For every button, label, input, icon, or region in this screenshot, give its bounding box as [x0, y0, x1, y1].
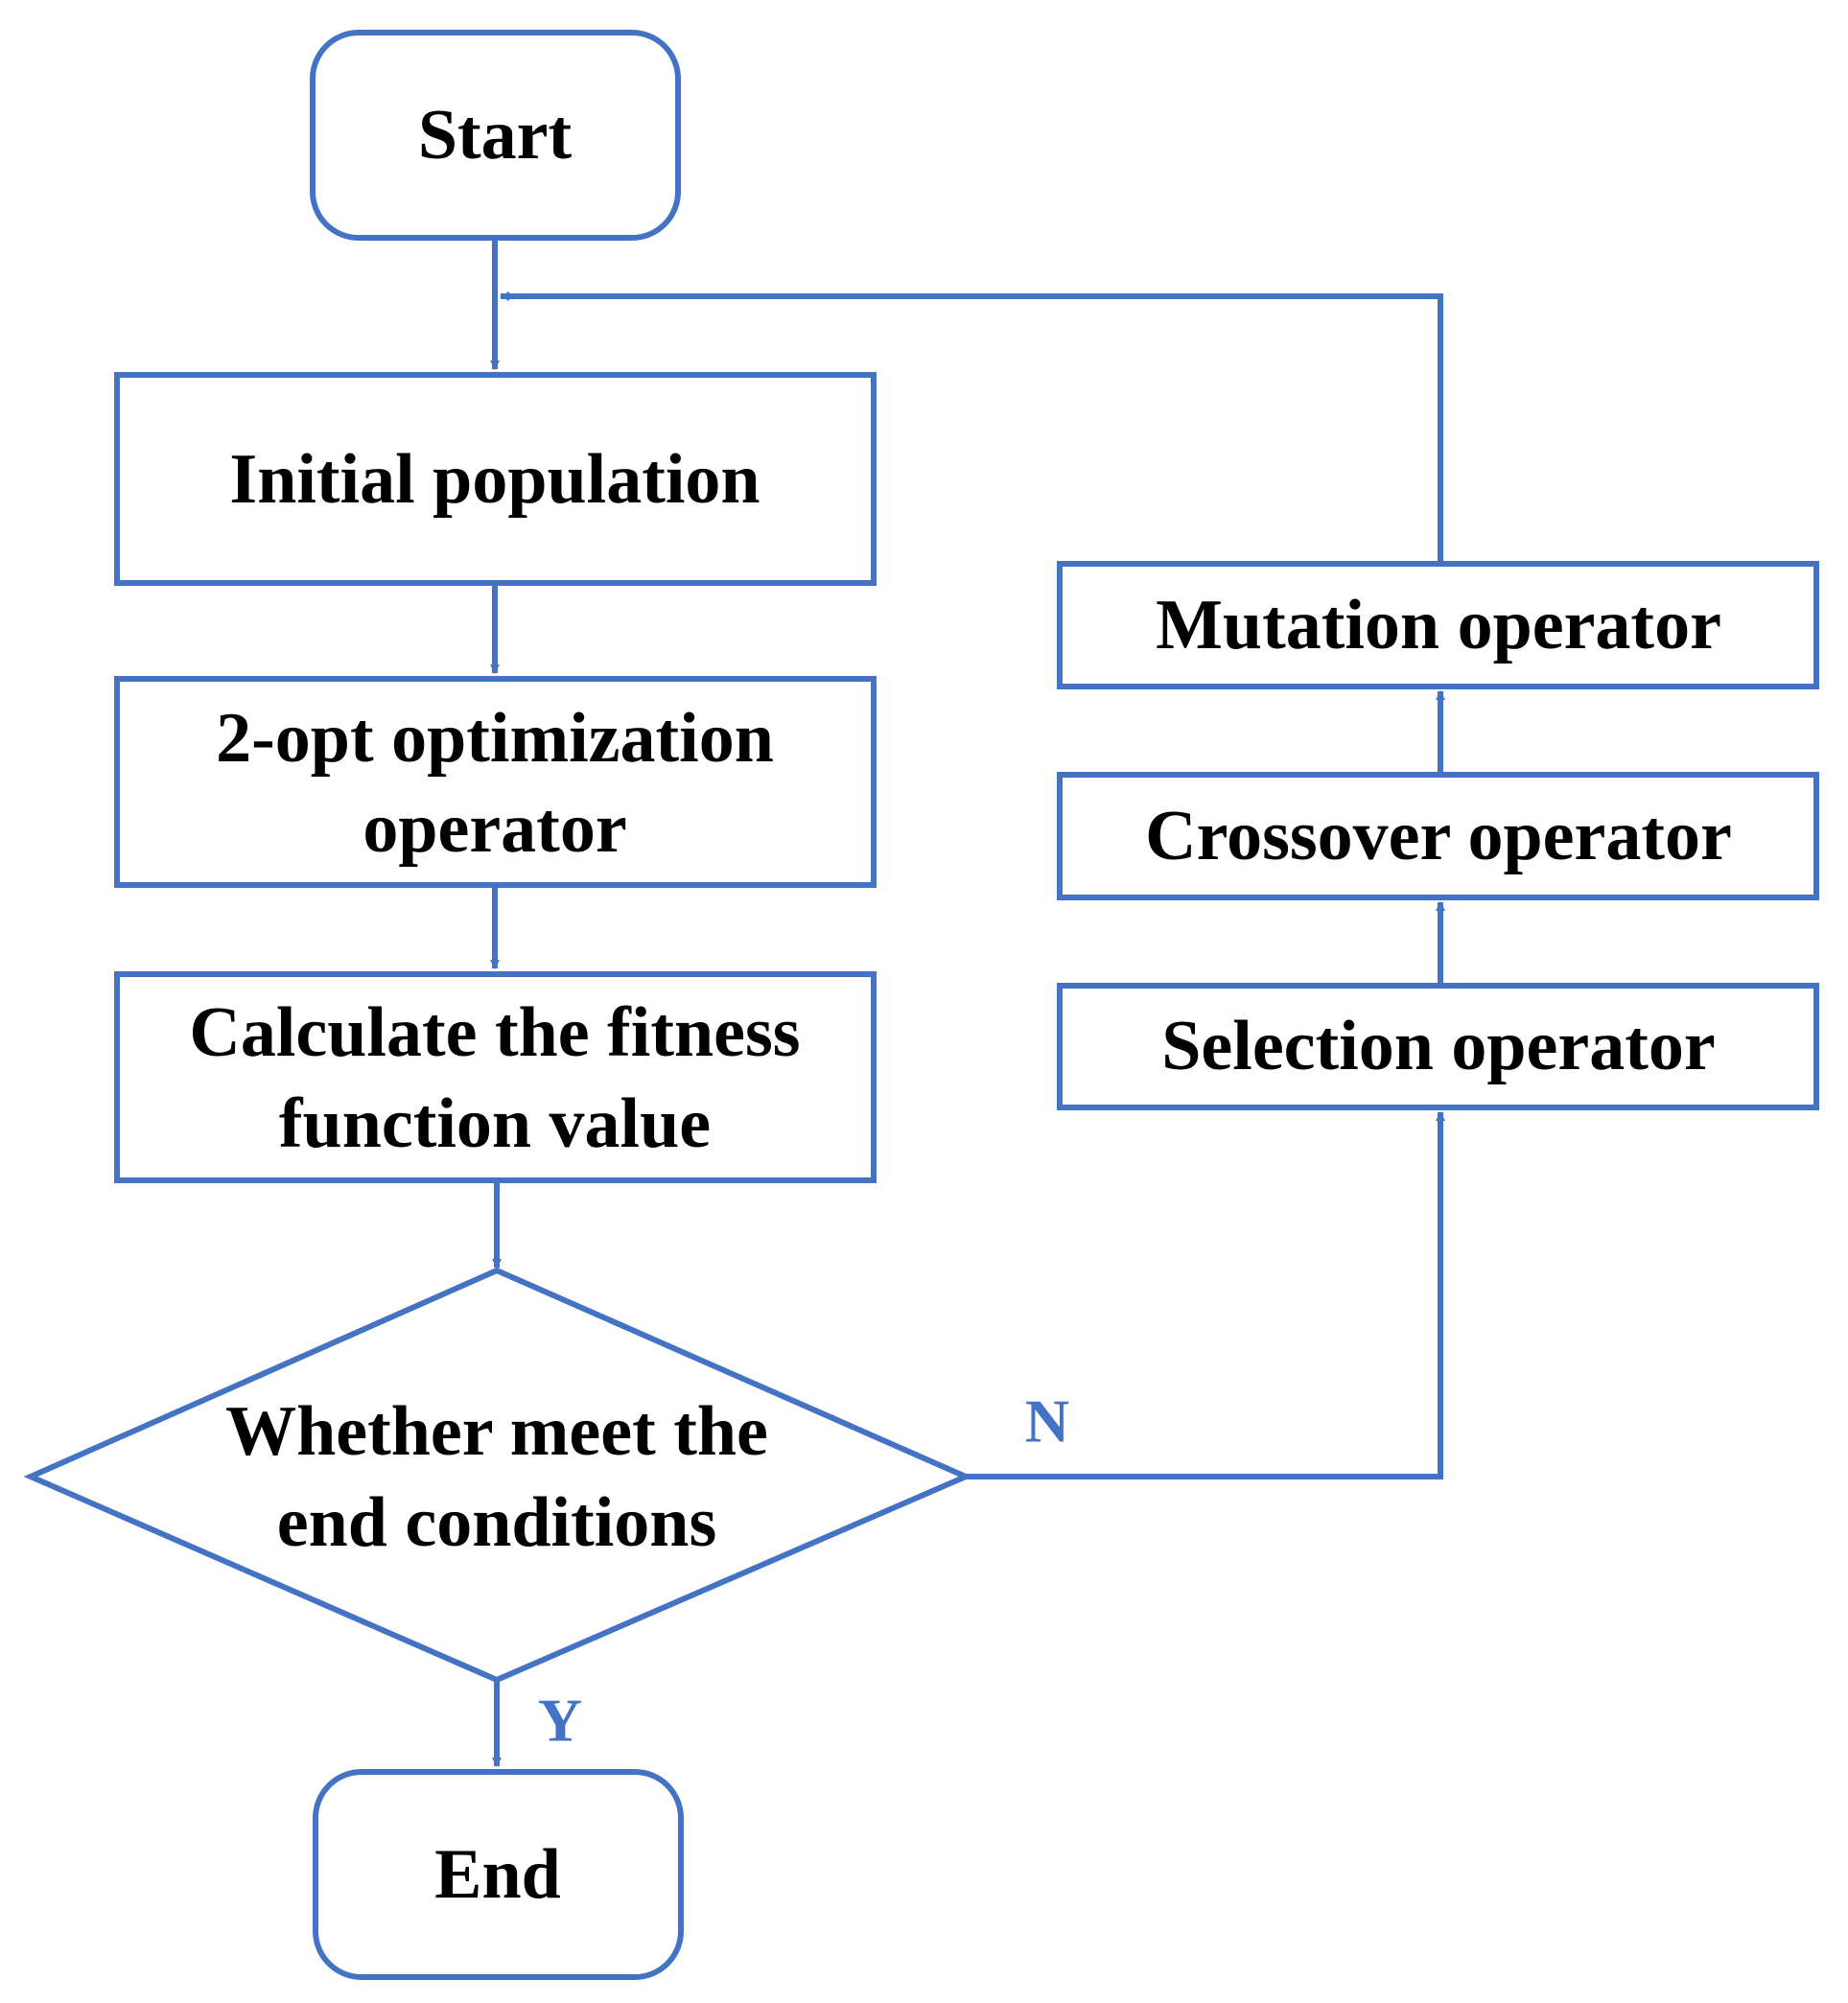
initial-population-label: Initial population — [229, 440, 760, 519]
branch-yes-label: Y — [538, 1687, 582, 1755]
arrow-mutation-loop-back — [500, 291, 1443, 564]
connectors — [490, 238, 1445, 1767]
initial-population-node — [114, 372, 877, 586]
decision-label-line2: end conditions — [277, 1483, 717, 1562]
node-labels: Start Initial population 2-opt optimizat… — [189, 96, 1731, 1914]
end-node — [313, 1769, 684, 1980]
mutation-label: Mutation operator — [1156, 586, 1721, 664]
end-label: End — [434, 1835, 561, 1914]
arrow-decision-to-selection — [966, 1111, 1445, 1479]
two-opt-label-line1: 2-opt optimization — [216, 699, 774, 778]
decision-node — [23, 1267, 973, 1684]
crossover-label: Crossover operator — [1145, 797, 1732, 875]
fitness-label-line2: function value — [279, 1084, 711, 1163]
fitness-node — [114, 971, 877, 1183]
start-label: Start — [418, 96, 573, 175]
decision-label-line1: Whether meet the — [225, 1392, 768, 1471]
branch-no-label: N — [1025, 1387, 1069, 1456]
branch-labels: N Y — [538, 1387, 1069, 1755]
crossover-node — [1057, 772, 1819, 900]
two-opt-node — [114, 676, 877, 888]
fitness-label-line1: Calculate the fitness — [189, 993, 800, 1072]
selection-label: Selection operator — [1161, 1007, 1715, 1085]
two-opt-label-line2: operator — [363, 789, 626, 868]
flowchart-shapes — [23, 30, 1819, 1980]
